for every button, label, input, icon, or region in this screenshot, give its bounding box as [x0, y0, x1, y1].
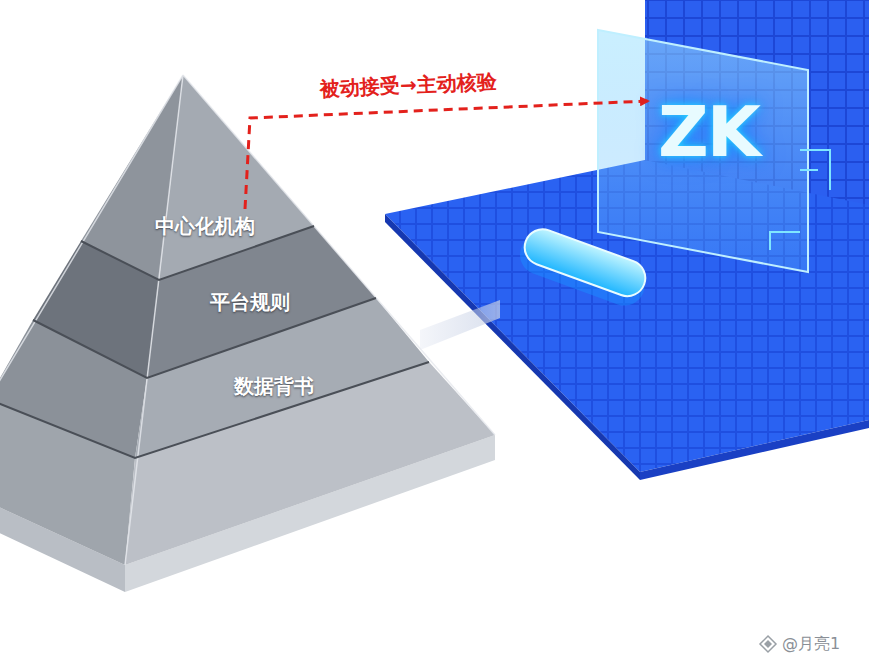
- pyramid: [0, 75, 495, 592]
- layer-label: 数据背书: [234, 373, 314, 400]
- zk-logo-text: ZK: [658, 97, 759, 167]
- glow-pill: [514, 224, 652, 312]
- floor-edge: [640, 420, 869, 480]
- dashed-arrow: [245, 101, 648, 209]
- edge-label: 被动接受→主动核验: [320, 68, 498, 103]
- watermark-icon: [760, 636, 776, 652]
- pyramid-layer: 中心化机构: [147, 209, 263, 244]
- layer-label: 中心化机构: [155, 213, 255, 240]
- light-beam: [420, 300, 500, 350]
- pyramid-layer: 平台规则: [202, 285, 298, 320]
- watermark: @月亮1: [782, 634, 840, 655]
- circuit-lines: [770, 150, 830, 250]
- glass-panel: [598, 30, 808, 272]
- zk-panel: ZK: [650, 93, 767, 171]
- layer-label: 平台规则: [210, 289, 290, 316]
- pyramid-layer: 数据背书: [226, 369, 322, 404]
